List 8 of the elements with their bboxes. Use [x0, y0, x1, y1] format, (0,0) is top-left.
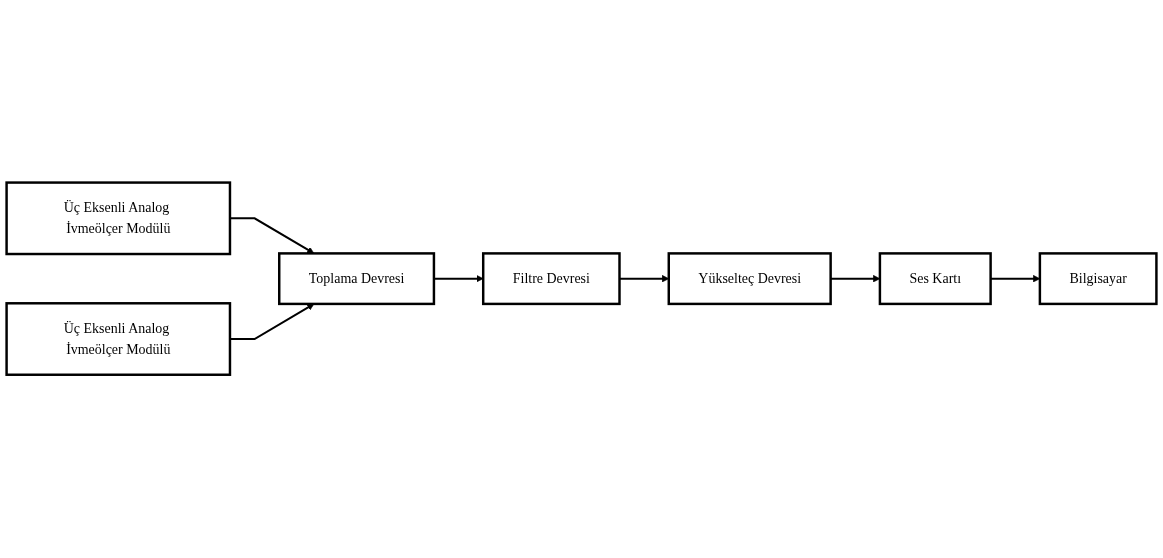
node-box: Toplama Devresi: [278, 252, 436, 306]
node-box: Üç Eksenli Analog İvmeölçer Modülü: [5, 181, 232, 256]
node-box: Üç Eksenli Analog İvmeölçer Modülü: [5, 302, 232, 377]
node-box: Ses Kartı: [878, 252, 992, 306]
arrow: [433, 275, 484, 283]
node-box: Bilgisayar: [1038, 252, 1158, 306]
node-box: Filtre Devresi: [481, 252, 621, 306]
node-box: Yükselteç Devresi: [667, 252, 832, 306]
